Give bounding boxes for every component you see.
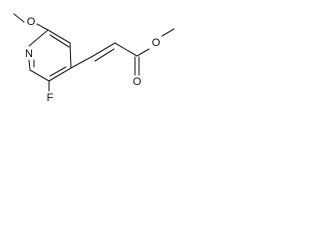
atom-label-o-ester: O <box>152 37 161 49</box>
ring-bond-c6-n <box>28 59 31 71</box>
molecule-structure: O N F O O <box>13 13 175 104</box>
bond-ring-vinyl <box>70 55 94 69</box>
bond-methyl-o <box>13 13 25 23</box>
ring-bond-n-c2 <box>28 29 49 47</box>
ring-bond-c4-c5-double-inner <box>49 66 67 77</box>
atom-label-o-carbonyl: O <box>133 76 142 88</box>
bond-vinyl-carbonyl <box>114 42 138 57</box>
ring-bond-c2-c3 <box>47 29 71 44</box>
bond-carbonyl-o-ester <box>136 48 150 57</box>
atom-label-n-ring: N <box>25 48 33 60</box>
ring-bond-c3-c4 <box>69 42 72 69</box>
ring-bond-c4-c5 <box>48 67 72 82</box>
atom-label-f: F <box>47 92 54 104</box>
bond-o-ester-methyl <box>161 28 175 37</box>
bond-o-ring <box>36 23 49 31</box>
bond-vinyl-double <box>92 42 116 57</box>
ring-bond-c3-c4-double-inner <box>49 34 70 48</box>
atom-label-o-methoxy: O <box>27 16 36 28</box>
ring-bond-c5-c6 <box>29 69 50 82</box>
bond-vinyl-double-inner <box>94 48 115 62</box>
